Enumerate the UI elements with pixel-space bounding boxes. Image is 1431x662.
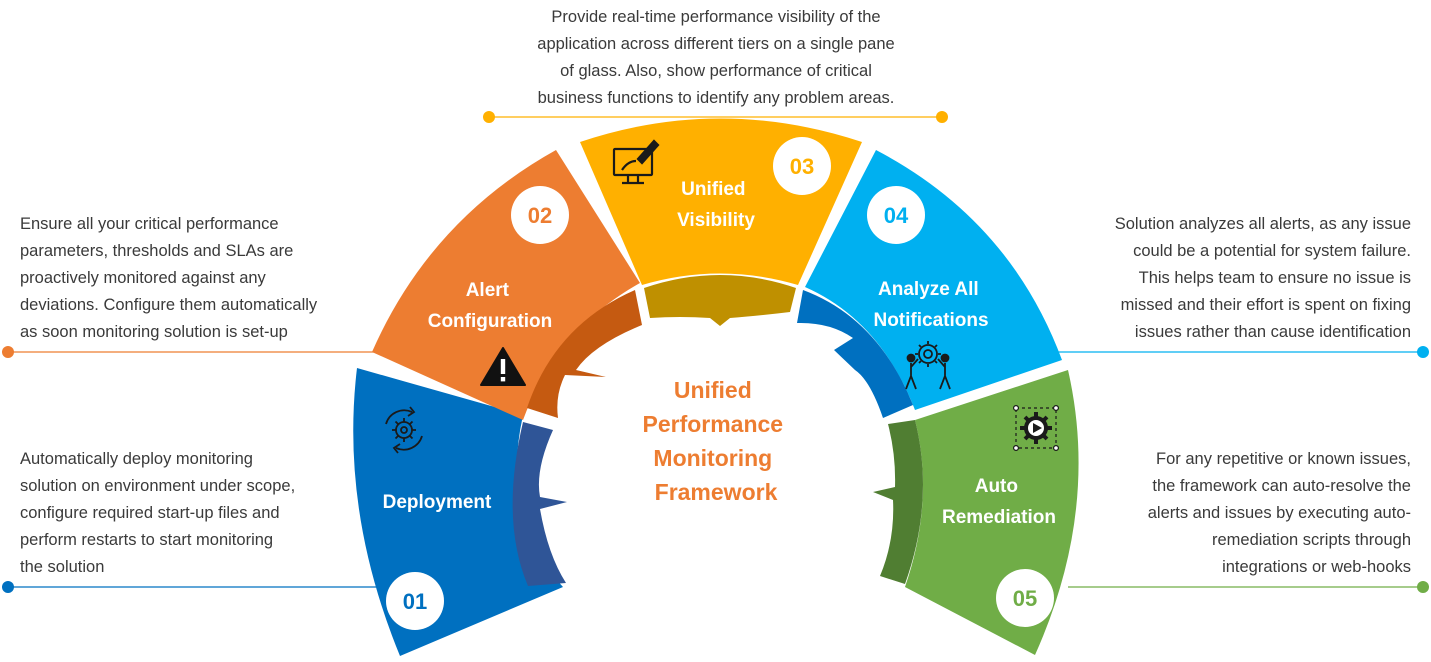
description-line: Ensure all your critical performance — [20, 215, 279, 233]
description-line: deviations. Configure them automatically — [20, 296, 318, 314]
segment-number: 04 — [884, 203, 909, 228]
description-line: This helps team to ensure no issue is — [1138, 269, 1411, 287]
description-line: Automatically deploy monitoring — [20, 450, 253, 468]
description-line: For any repetitive or known issues, — [1156, 450, 1411, 468]
description-visibility: Provide real-time performance visibility… — [466, 4, 966, 112]
description-line: business functions to identify any probl… — [537, 89, 895, 107]
center-title: Unified Performance Monitoring Framework — [642, 377, 789, 505]
connector-deployment — [2, 581, 378, 593]
connector-analyze — [1058, 346, 1429, 358]
connector-visibility — [483, 111, 948, 123]
description-line: perform restarts to start monitoring — [20, 531, 274, 549]
segment-label-analyze: Analyze All Notifications — [873, 279, 988, 331]
segment-number: 05 — [1013, 586, 1037, 611]
segment-inner-deployment — [512, 422, 567, 586]
description-line: could be a potential for system failure. — [1133, 242, 1411, 260]
team-gear-icon — [905, 341, 951, 390]
description-line: integrations or web-hooks — [1222, 558, 1411, 576]
description-line: Solution analyzes all alerts, as any iss… — [1114, 215, 1411, 233]
segment-number: 02 — [528, 203, 552, 228]
description-deployment: Automatically deploy monitoring solution… — [20, 446, 295, 581]
connector-dot — [1417, 581, 1429, 593]
connector-alert — [2, 346, 383, 358]
badge-alert: 02 — [511, 186, 569, 244]
badge-analyze: 04 — [867, 186, 925, 244]
connector-dot — [2, 581, 14, 593]
segment-number: 03 — [790, 154, 814, 179]
badge-deployment: 01 — [386, 572, 444, 630]
automation-play-icon — [1013, 405, 1060, 452]
monitor-brush-icon — [612, 139, 660, 185]
description-line: as soon monitoring solution is set-up — [20, 323, 288, 341]
segment-label-alert: Alert Configuration — [428, 280, 553, 332]
segment-label-remediation: Auto Remediation — [942, 476, 1056, 528]
connector-dot — [936, 111, 948, 123]
description-line: remediation scripts through — [1211, 531, 1411, 549]
segment-inner-visibility — [644, 275, 796, 326]
description-line: issues rather than cause identification — [1134, 323, 1411, 341]
connector-dot — [2, 346, 14, 358]
segment-number: 01 — [403, 589, 427, 614]
description-line: solution on environment under scope, — [20, 477, 296, 495]
description-analyze: Solution analyzes all alerts, as any iss… — [1115, 211, 1411, 346]
description-line: the solution — [20, 558, 105, 576]
segment-inner-remediation — [873, 420, 923, 584]
segment-label-visibility: Unified Visibility — [677, 179, 755, 231]
description-line: configure required start-up files and — [20, 504, 280, 522]
warning-icon — [480, 347, 526, 386]
description-line: alerts and issues by executing auto- — [1147, 504, 1411, 522]
description-line: parameters, thresholds and SLAs are — [20, 242, 294, 260]
connector-remediation — [1068, 581, 1429, 593]
segment-inner-alert — [527, 290, 642, 418]
segment-alert — [372, 150, 642, 420]
segment-band-alert — [372, 150, 640, 420]
description-alert: Ensure all your critical performance par… — [20, 211, 317, 346]
description-line: application across different tiers on a … — [537, 35, 895, 53]
description-line: Provide real-time performance visibility… — [551, 8, 881, 26]
description-line: proactively monitored against any — [20, 269, 266, 287]
segment-inner-analyze — [797, 290, 913, 418]
description-line: of glass. Also, show performance of crit… — [560, 62, 872, 80]
connector-dot — [483, 111, 495, 123]
badge-visibility: 03 — [773, 137, 831, 195]
description-line: the framework can auto-resolve the — [1152, 477, 1411, 495]
gear-cycle-icon — [385, 406, 423, 454]
badge-remediation: 05 — [996, 569, 1054, 627]
segment-label-deployment: Deployment — [383, 492, 492, 513]
description-remediation: For any repetitive or known issues, the … — [1148, 446, 1411, 581]
connector-dot — [1417, 346, 1429, 358]
description-line: missed and their effort is spent on fixi… — [1120, 296, 1411, 314]
